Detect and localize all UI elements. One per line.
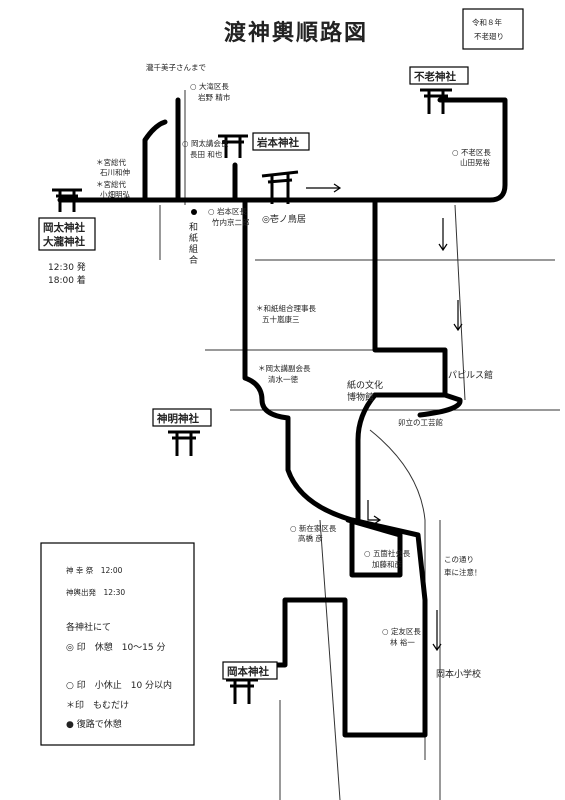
stop-title: ＊宮総代 xyxy=(96,179,126,189)
washi-char: 和 xyxy=(189,222,198,233)
top-note: 瀧千美子さんまで xyxy=(146,62,206,72)
legend-mark-dot: ● 復路で休憩 xyxy=(66,718,122,730)
legend-festival: 神 幸 祭 12:00 xyxy=(66,565,123,575)
stop-name: 竹内京二郎 xyxy=(212,217,250,227)
shrine-box-okata xyxy=(38,217,96,251)
torii-icon xyxy=(226,678,258,704)
legend-at-shrines: 各神社にて xyxy=(66,621,111,633)
stop-title: ○ 定友区長 xyxy=(382,626,421,636)
stop-name: 高橋 彦 xyxy=(298,533,323,543)
legend: 神 幸 祭 12:00 神輿出発 12:30 各神社にて ◎ 印 休憩 10～1… xyxy=(40,542,195,746)
stop-title: ○ 岩本区長 xyxy=(208,206,247,216)
caution-line1: この通り xyxy=(444,554,474,564)
stop-title: ＊和紙組合理事長 xyxy=(256,303,316,313)
time-depart: 12:30 発 xyxy=(48,261,86,273)
map-title: 渡神輿順路図 xyxy=(224,20,368,46)
shrine-label-furou: 不老神社 xyxy=(414,70,456,83)
stop: ○ 定友区長 林 裕一 xyxy=(382,626,421,647)
stop: ＊岡太講副会長 清水一徳 xyxy=(258,363,311,384)
torii-icon xyxy=(52,188,82,212)
stop-title: ＊宮総代 xyxy=(96,157,126,167)
stop: ○ 新在家区長 高橋 彦 xyxy=(290,523,337,543)
shrine-label-otaki: 大瀧神社 xyxy=(43,235,85,248)
stop: ○ 岡太講会長 長田 和也 xyxy=(182,138,229,159)
place-bunka: 紙の文化博物館 xyxy=(347,379,383,403)
stop-title: ○ 不老区長 xyxy=(452,147,491,157)
stop-title: ＊岡太講副会長 xyxy=(258,363,311,373)
shrine-box-furou xyxy=(409,66,469,85)
shrine-label-iwamoto: 岩本神社 xyxy=(256,136,299,149)
shrine-box-iwamoto xyxy=(252,132,310,151)
stop-name: 加藤和彦 xyxy=(372,559,402,569)
torii-icon xyxy=(420,88,452,114)
stop-name: 岩野 精市 xyxy=(198,92,231,102)
legend-mark-circle: ○ 印 小休止 10 分以内 xyxy=(66,679,172,691)
shrine-box-shinmei xyxy=(152,408,212,427)
stop-title: ○ 大滝区長 xyxy=(190,81,229,91)
legend-mark-star: ＊印 もむだけ xyxy=(66,699,129,711)
year-line1: 令和８年 xyxy=(472,17,502,27)
place-ichinotorii: ◎壱ノ鳥居 xyxy=(262,213,306,225)
shrine-label-shinmei: 神明神社 xyxy=(157,412,199,425)
procession-route xyxy=(57,97,508,738)
legend-departure: 神輿出発 12:30 xyxy=(66,587,125,597)
stop: ＊宮総代 石川和伸 xyxy=(96,157,130,177)
direction-arrows xyxy=(306,183,463,652)
stop-name: 清水一徳 xyxy=(268,374,298,384)
stop: ○ 大滝区長 岩野 精市 xyxy=(190,81,231,102)
stop: ＊和紙組合理事長 五十嵐康三 xyxy=(256,303,316,324)
shrine-box-okamoto xyxy=(222,661,278,680)
stop-title: ○ 新在家区長 xyxy=(290,523,337,533)
stop-list: ○ 大滝区長 岩野 精市 ○ 岡太講会長 長田 和也 ＊宮総代 石川和伸 ＊宮総… xyxy=(96,81,491,647)
stop: ＊宮総代 小畑明弘 xyxy=(96,179,130,199)
time-arrive: 18:00 着 xyxy=(48,274,86,286)
year-line2: 不老廻り xyxy=(474,31,504,41)
stop: ○ 岩本区長 竹内京二郎 xyxy=(208,206,250,227)
torii-icon xyxy=(261,170,299,204)
stop-name: 山田晃裕 xyxy=(460,157,490,167)
washi-char: 合 xyxy=(189,254,198,266)
place-washi-kumiai: 和 紙 組 合 xyxy=(189,209,198,266)
place-school: 岡本小学校 xyxy=(436,668,481,680)
stop-title: ○ 岡太講会長 xyxy=(182,138,229,148)
caution-line2: 車に注意！ xyxy=(444,567,482,577)
washi-char: 紙 xyxy=(189,232,198,244)
stop: ○ 五箇社会長 加藤和彦 xyxy=(364,548,411,569)
stop-name: 石川和伸 xyxy=(100,167,130,177)
stop-name: 林 裕一 xyxy=(390,637,415,647)
place-papyrus: パピルス館 xyxy=(448,369,493,381)
washi-char: 組 xyxy=(189,243,198,255)
torii-icon xyxy=(218,134,248,158)
legend-mark-double: ◎ 印 休憩 10～15 分 xyxy=(66,641,165,653)
torii-icon xyxy=(168,430,200,456)
legend-box xyxy=(40,542,195,746)
stop-name: 小畑明弘 xyxy=(100,190,130,199)
shrine-label-okamoto: 岡本神社 xyxy=(227,665,269,678)
shrine-label-okata: 岡太神社 xyxy=(43,221,85,234)
place-kougeikan: 卯立の工芸館 xyxy=(398,417,443,427)
year-box xyxy=(462,8,524,50)
thin-roads xyxy=(159,90,560,800)
stop-name: 長田 和也 xyxy=(190,149,223,159)
stop-name: 五十嵐康三 xyxy=(262,314,300,324)
stop: ○ 不老区長 山田晃裕 xyxy=(452,147,491,167)
stop-title: ○ 五箇社会長 xyxy=(364,548,411,558)
